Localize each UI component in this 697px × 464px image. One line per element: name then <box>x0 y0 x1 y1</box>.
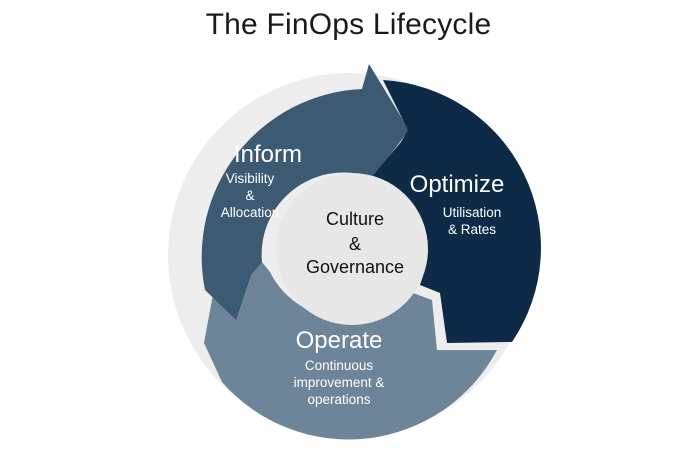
inform-line-3: Allocation <box>221 205 280 220</box>
operate-line-2: improvement & <box>294 375 385 390</box>
center-disc <box>276 173 428 325</box>
inform-title: Inform <box>234 141 302 168</box>
center-line-1: Culture <box>326 209 384 229</box>
inform-line-1: Visibility <box>226 171 275 186</box>
optimize-line-2: & Rates <box>448 222 496 237</box>
page-title: The FinOps Lifecycle <box>205 8 492 41</box>
operate-line-3: operations <box>307 392 370 407</box>
operate-line-1: Continuous <box>305 358 374 373</box>
optimize-segment <box>371 80 541 343</box>
center-line-2: & <box>349 234 361 254</box>
center-line-3: Governance <box>306 257 404 277</box>
optimize-title: Optimize <box>410 171 505 198</box>
operate-title: Operate <box>296 327 383 354</box>
inform-segment <box>201 64 409 320</box>
inform-line-2: & <box>245 188 254 203</box>
operate-segment <box>204 262 497 440</box>
optimize-line-1: Utilisation <box>443 205 502 220</box>
